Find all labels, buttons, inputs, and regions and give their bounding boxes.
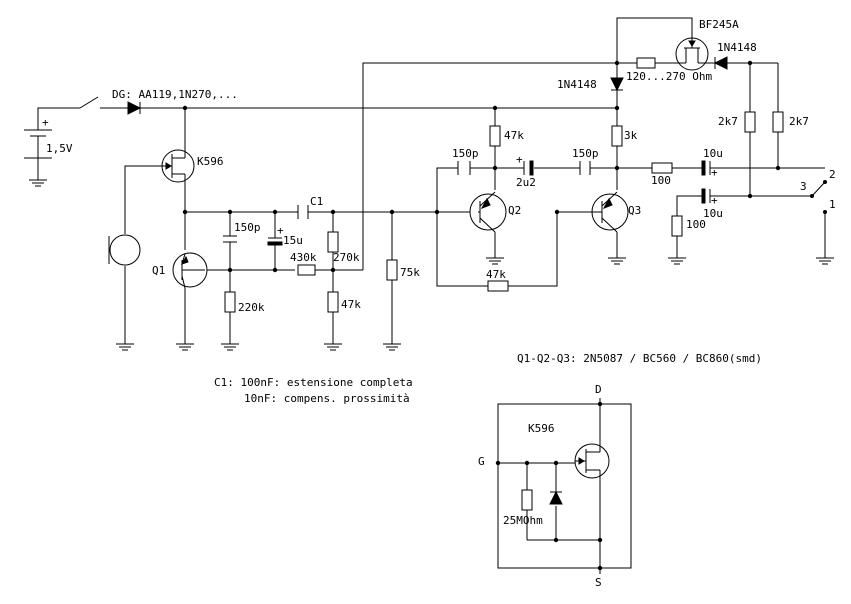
label-1n4148-a: 1N4148: [557, 78, 597, 91]
label-15u: 15u: [283, 234, 303, 247]
transistor-q3: [590, 191, 629, 233]
text-labels: DG: AA119,1N270,... 1,5V + K596 C1 150p …: [42, 18, 836, 589]
label-75k: 75k: [400, 266, 420, 279]
jfet-bf245a-symbol: [675, 37, 709, 71]
label-c1-note-1: C1: 100nF: estensione completa: [214, 376, 413, 389]
label-270k: 270k: [333, 251, 360, 264]
label-10u-a-plus: +: [711, 166, 718, 179]
junctions: [182, 60, 781, 273]
label-430k: 430k: [290, 251, 317, 264]
label-switch-3: 3: [800, 180, 807, 193]
label-c1: C1: [310, 195, 323, 208]
label-15u-plus: +: [277, 224, 284, 237]
diode-1n4148-b: [713, 56, 728, 70]
label-10u-b-plus: +: [711, 194, 718, 207]
label-inset-25mohm: 25MOhm: [503, 514, 543, 527]
label-battery: 1,5V: [46, 142, 73, 155]
label-inset-title: K596: [528, 422, 555, 435]
transistor-q2: [469, 191, 507, 233]
label-1n4148-b: 1N4148: [717, 41, 757, 54]
label-3k: 3k: [624, 129, 638, 142]
label-battery-plus: +: [42, 116, 49, 129]
label-2k7-a: 2k7: [718, 115, 738, 128]
label-q3: Q3: [628, 204, 641, 217]
wires: [37, 17, 826, 344]
k596-inset: [495, 398, 632, 574]
label-10u-b: 10u: [703, 207, 723, 220]
resistors: [224, 57, 784, 313]
battery-symbol: [24, 129, 52, 159]
label-switch-2: 2: [829, 168, 836, 181]
label-2k7-b: 2k7: [789, 115, 809, 128]
label-q2: Q2: [508, 204, 521, 217]
label-150p-b: 150p: [452, 147, 479, 160]
label-100-a: 100: [651, 174, 671, 187]
label-inset-d: D: [595, 383, 602, 396]
label-47k-c: 47k: [486, 268, 506, 281]
ground-symbols: [29, 179, 834, 351]
label-c1-note-2: 10nF: compens. prossimità: [244, 392, 410, 405]
label-diode-dg: DG: AA119,1N270,...: [112, 88, 238, 101]
label-47k-b: 47k: [504, 129, 524, 142]
label-inset-g: G: [478, 455, 485, 468]
label-q1: Q1: [152, 264, 165, 277]
label-220k: 220k: [238, 301, 265, 314]
microphone-symbol: [108, 234, 141, 266]
label-47k-a: 47k: [341, 298, 361, 311]
diode-dg: [127, 101, 142, 115]
capacitors: [223, 160, 711, 246]
label-inset-s: S: [595, 576, 602, 589]
label-100-b: 100: [686, 218, 706, 231]
transistor-q1: [172, 252, 208, 289]
label-10u-a: 10u: [703, 147, 723, 160]
label-transistor-types: Q1-Q2-Q3: 2N5087 / BC560 / BC860(smd): [517, 352, 762, 365]
label-switch-1: 1: [829, 198, 836, 211]
jfet-k596-symbol: [161, 149, 195, 183]
diode-1n4148-a: [610, 77, 624, 92]
label-120-270-ohm: 120...270 Ohm: [626, 70, 712, 83]
label-2u2: 2u2: [516, 176, 536, 189]
output-switch: [810, 180, 827, 214]
label-bf245a: BF245A: [699, 18, 739, 31]
label-150p-c: 150p: [572, 147, 599, 160]
label-2u2-plus: +: [516, 153, 523, 166]
label-k596: K596: [197, 155, 224, 168]
label-150p-a: 150p: [234, 221, 261, 234]
